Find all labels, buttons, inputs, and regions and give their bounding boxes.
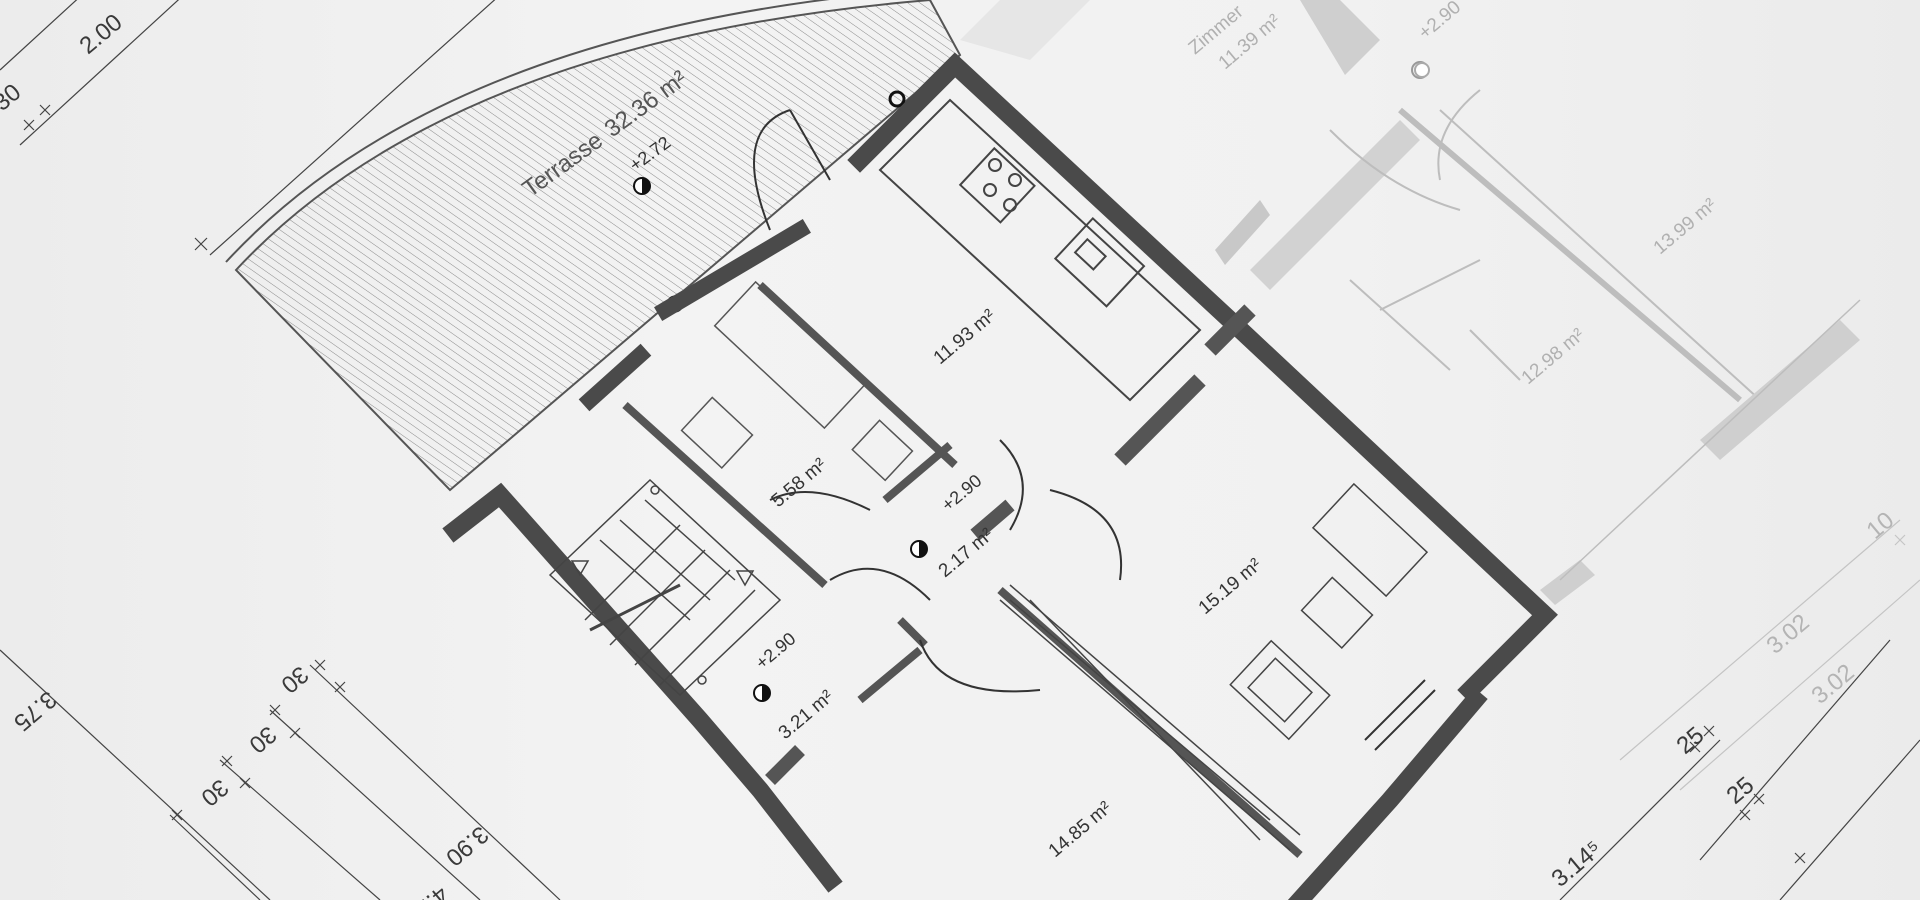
dim-right-a: 25 bbox=[1672, 722, 1710, 760]
dim-left-b: 30 bbox=[276, 660, 314, 698]
staircase bbox=[548, 478, 782, 697]
dim-left-d: 30 bbox=[196, 773, 234, 811]
dim-right-d: 3.02 bbox=[1762, 609, 1815, 660]
hall-corridor bbox=[999, 584, 1301, 851]
neighbor-area-b: 12.98 m² bbox=[1518, 325, 1589, 389]
dim-right-e: 3.02 bbox=[1807, 659, 1860, 710]
interior-walls bbox=[622, 282, 1303, 858]
kitchen-area-label: 11.93 m² bbox=[930, 305, 1000, 368]
living-furniture bbox=[1229, 482, 1429, 741]
hall-level-label: +2.90 bbox=[938, 470, 986, 515]
dimension-lines-faint bbox=[1619, 519, 1920, 791]
dim-right-b: 25 bbox=[1722, 772, 1760, 810]
door-swings bbox=[753, 109, 1436, 751]
dim-top-left-b: 30 bbox=[0, 79, 26, 117]
neighbor-labels: Zimmer 11.39 m² +2.90 13.99 m² 12.98 m² bbox=[1185, 0, 1721, 389]
dim-left-f: 4.15 bbox=[400, 880, 453, 900]
bath-fixtures bbox=[680, 280, 914, 482]
hall-area-label: 2.17 m² bbox=[935, 524, 998, 581]
dim-right-f: 10 bbox=[1862, 507, 1900, 545]
neighbor-unit bbox=[960, 0, 1861, 605]
dimension-labels: 2.00 30 3.75 30 30 30 3.90 4.15 25 25 3.… bbox=[0, 9, 1899, 900]
stair-level-label: +2.90 bbox=[752, 628, 800, 673]
dim-right-c: 3.14⁵ bbox=[1547, 835, 1608, 892]
stair-area-label: 3.21 m² bbox=[775, 686, 838, 743]
dim-left-e: 3.90 bbox=[440, 820, 493, 871]
terrace bbox=[225, 0, 962, 492]
level-markers bbox=[633, 62, 1430, 702]
dim-top-left-a: 2.00 bbox=[75, 9, 128, 60]
dim-left-a: 3.75 bbox=[8, 685, 61, 736]
kitchen-counter bbox=[878, 98, 1202, 402]
living-area-label: 15.19 m² bbox=[1195, 555, 1266, 619]
neighbor-area-a: 13.99 m² bbox=[1650, 195, 1721, 259]
dim-left-c: 30 bbox=[244, 720, 282, 758]
bath-area-label: 5.58 m² bbox=[768, 454, 831, 511]
bedroom-area-label: 14.85 m² bbox=[1045, 798, 1116, 862]
neighbor-level-label: +2.90 bbox=[1415, 0, 1465, 44]
